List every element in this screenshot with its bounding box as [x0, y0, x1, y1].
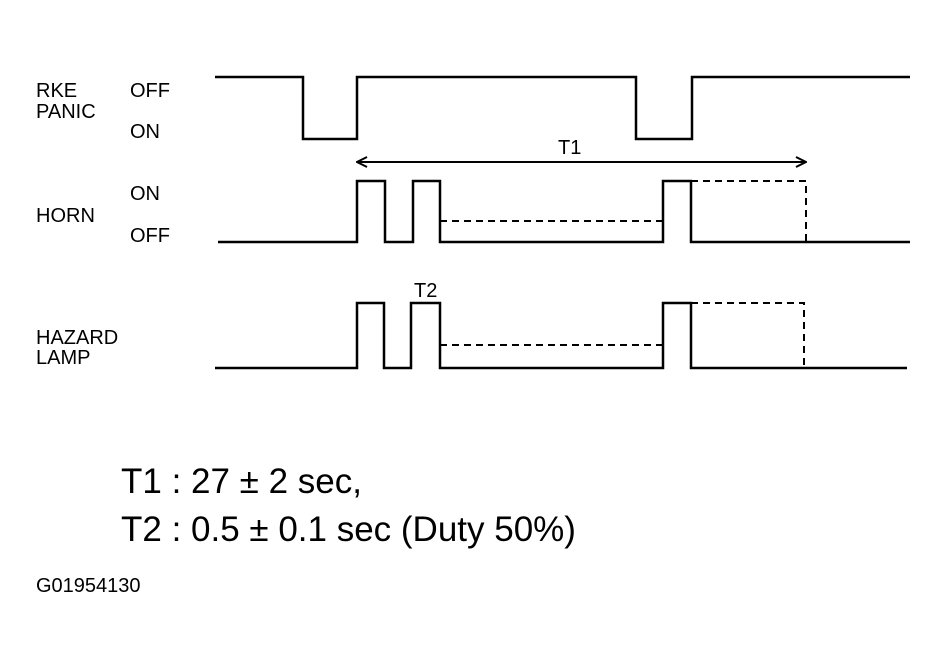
t2-note: T2 : 0.5 ± 0.1 sec (Duty 50%)	[121, 510, 576, 549]
horn-waveform	[218, 179, 910, 244]
figure-code: G01954130	[36, 575, 141, 597]
t2-interval-label: T2	[414, 280, 437, 302]
horn-waveform-continuation-dashed	[440, 180, 807, 242]
hazard-lamp-label-line1: HAZARD	[36, 327, 118, 349]
horn-off-state-label: OFF	[130, 225, 170, 247]
hazard-lamp-label-line2: LAMP	[36, 347, 90, 369]
t1-note: T1 : 27 ± 2 sec,	[121, 462, 362, 501]
horn-on-state-label: ON	[130, 183, 160, 205]
horn-label: HORN	[36, 205, 95, 227]
rke-panic-off-state-label: OFF	[130, 80, 170, 102]
rke-panic-label-line1: RKE	[36, 80, 77, 102]
rke-panic-waveform	[215, 75, 910, 141]
t1-interval-label: T1	[558, 137, 581, 159]
rke-panic-label-line2: PANIC	[36, 101, 96, 123]
hazard-lamp-waveform	[215, 301, 907, 370]
hazard-lamp-waveform-continuation-dashed	[440, 302, 805, 368]
rke-panic-on-state-label: ON	[130, 121, 160, 143]
